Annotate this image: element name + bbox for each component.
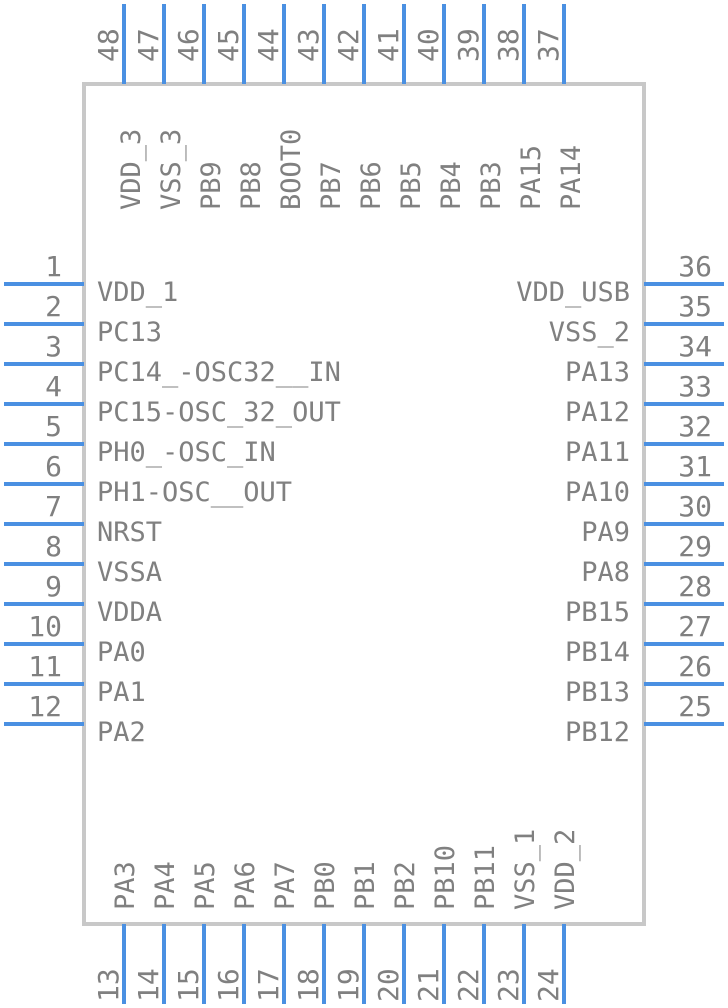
pin-number-top-42: 42 [332, 28, 365, 62]
pin-number-top-40: 40 [412, 28, 445, 62]
pin-label-right-27: PB14 [565, 637, 630, 668]
pin-label-bottom-17: PA7 [270, 861, 301, 910]
pin-number-bottom-18: 18 [292, 968, 325, 1002]
pin-label-top-41: PB5 [396, 161, 427, 210]
pin-label-left-7: NRST [97, 517, 162, 548]
pin-label-top-46: PB9 [196, 161, 227, 210]
pin-label-top-42: PB6 [356, 161, 387, 210]
pin-label-right-34: PA13 [565, 357, 630, 388]
pin-number-right-34: 34 [678, 330, 712, 363]
pin-label-left-3: PC14_-OSC32__IN [97, 357, 341, 388]
pin-label-top-47: VSS_3 [156, 129, 187, 210]
pin-number-left-9: 9 [45, 570, 62, 603]
pin-number-left-7: 7 [45, 490, 62, 523]
pin-label-right-28: PB15 [565, 597, 630, 628]
pin-label-right-29: PA8 [581, 557, 630, 588]
pin-label-left-2: PC13 [97, 317, 162, 348]
pin-label-left-10: PA0 [97, 637, 146, 668]
pin-number-bottom-22: 22 [452, 968, 485, 1002]
pin-label-bottom-19: PB1 [350, 861, 381, 910]
pin-label-top-43: PB7 [316, 161, 347, 210]
pin-label-left-11: PA1 [97, 677, 146, 708]
pin-number-right-30: 30 [678, 490, 712, 523]
pin-label-bottom-20: PB2 [390, 861, 421, 910]
pin-label-right-35: VSS_2 [549, 317, 630, 348]
pin-label-top-48: VDD_3 [116, 129, 147, 210]
pin-number-right-25: 25 [678, 690, 712, 723]
pin-label-left-4: PC15-OSC_32_OUT [97, 397, 341, 428]
pin-number-right-31: 31 [678, 450, 712, 483]
pin-label-right-32: PA11 [565, 437, 630, 468]
pin-number-bottom-21: 21 [412, 968, 445, 1002]
pin-number-bottom-19: 19 [332, 968, 365, 1002]
pin-number-right-27: 27 [678, 610, 712, 643]
chip-body [82, 82, 646, 926]
pin-label-left-5: PH0_-OSC_IN [97, 437, 276, 468]
pin-number-left-3: 3 [45, 330, 62, 363]
pin-number-bottom-20: 20 [372, 968, 405, 1002]
pin-number-top-46: 46 [172, 28, 205, 62]
pin-label-right-25: PB12 [565, 717, 630, 748]
pin-label-bottom-13: PA3 [110, 861, 141, 910]
pin-number-top-44: 44 [252, 28, 285, 62]
pin-label-right-31: PA10 [565, 477, 630, 508]
pin-number-bottom-24: 24 [532, 968, 565, 1002]
pin-label-bottom-15: PA5 [190, 861, 221, 910]
pin-label-top-37: PA14 [556, 145, 587, 210]
pin-number-right-32: 32 [678, 410, 712, 443]
pin-number-bottom-16: 16 [212, 968, 245, 1002]
pin-label-left-12: PA2 [97, 717, 146, 748]
pin-label-bottom-24: VDD_2 [550, 829, 581, 910]
pin-label-top-44: BOOT0 [276, 129, 307, 210]
pin-label-bottom-14: PA4 [150, 861, 181, 910]
pin-number-left-5: 5 [45, 410, 62, 443]
pin-label-bottom-22: PB11 [470, 845, 501, 910]
pin-label-top-38: PA15 [516, 145, 547, 210]
pin-number-bottom-15: 15 [172, 968, 205, 1002]
pin-number-bottom-13: 13 [92, 968, 125, 1002]
pin-label-left-6: PH1-OSC__OUT [97, 477, 292, 508]
pin-label-bottom-16: PA6 [230, 861, 261, 910]
pin-label-left-1: VDD_1 [97, 277, 178, 308]
pin-label-left-9: VDDA [97, 597, 162, 628]
pin-number-top-37: 37 [532, 28, 565, 62]
pin-number-top-43: 43 [292, 28, 325, 62]
pin-number-left-10: 10 [28, 610, 62, 643]
pin-label-right-30: PA9 [581, 517, 630, 548]
pin-label-bottom-23: VSS_1 [510, 829, 541, 910]
pin-label-top-40: PB4 [436, 161, 467, 210]
pin-number-left-4: 4 [45, 370, 62, 403]
pin-label-right-36: VDD_USB [516, 277, 630, 308]
pin-label-top-45: PB8 [236, 161, 267, 210]
pin-number-right-35: 35 [678, 290, 712, 323]
pin-number-left-12: 12 [28, 690, 62, 723]
pin-label-bottom-18: PB0 [310, 861, 341, 910]
pin-label-top-39: PB3 [476, 161, 507, 210]
pin-number-left-11: 11 [28, 650, 62, 683]
pin-number-top-45: 45 [212, 28, 245, 62]
pin-number-right-29: 29 [678, 530, 712, 563]
pin-number-right-33: 33 [678, 370, 712, 403]
pin-number-left-2: 2 [45, 290, 62, 323]
pin-number-top-47: 47 [132, 28, 165, 62]
pin-label-left-8: VSSA [97, 557, 162, 588]
pin-number-bottom-14: 14 [132, 968, 165, 1002]
pin-number-top-41: 41 [372, 28, 405, 62]
pin-number-bottom-17: 17 [252, 968, 285, 1002]
pin-number-top-48: 48 [92, 28, 125, 62]
pin-label-right-26: PB13 [565, 677, 630, 708]
pin-number-left-6: 6 [45, 450, 62, 483]
pin-number-right-26: 26 [678, 650, 712, 683]
pin-number-right-28: 28 [678, 570, 712, 603]
pin-number-top-39: 39 [452, 28, 485, 62]
pin-number-top-38: 38 [492, 28, 525, 62]
pin-number-left-1: 1 [45, 250, 62, 283]
pin-label-bottom-21: PB10 [430, 845, 461, 910]
pin-number-bottom-23: 23 [492, 968, 525, 1002]
pin-number-right-36: 36 [678, 250, 712, 283]
pin-label-right-33: PA12 [565, 397, 630, 428]
pin-number-left-8: 8 [45, 530, 62, 563]
